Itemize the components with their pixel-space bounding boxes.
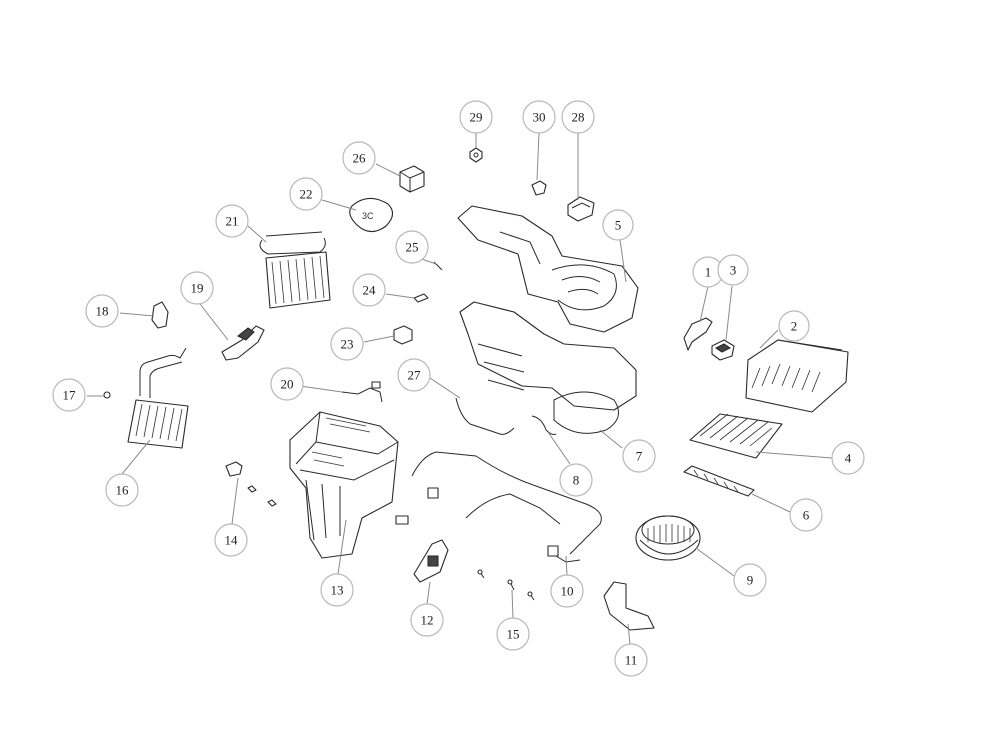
part-5-upper-case bbox=[457, 205, 639, 333]
part-27-rod bbox=[455, 397, 515, 435]
part-11-duct bbox=[603, 581, 655, 631]
callout-16-label: 16 bbox=[116, 483, 130, 498]
callout-5-label: 5 bbox=[615, 218, 622, 233]
part-3-resistor bbox=[711, 339, 735, 361]
part-10-wiring-harness bbox=[395, 451, 602, 563]
part-1-bracket bbox=[683, 317, 713, 351]
callout-23: 23 bbox=[330, 327, 364, 361]
callout-6: 6 bbox=[789, 498, 823, 532]
callout-21: 21 bbox=[215, 204, 249, 238]
callout-19: 19 bbox=[180, 271, 214, 305]
callout-21-label: 21 bbox=[226, 214, 239, 229]
callout-20-label: 20 bbox=[281, 377, 294, 392]
part-13-main-housing bbox=[289, 411, 399, 559]
callout-30: 30 bbox=[522, 100, 556, 134]
callout-17: 17 bbox=[52, 378, 86, 412]
callout-9-label: 9 bbox=[747, 573, 754, 588]
callout-30-label: 30 bbox=[533, 110, 546, 125]
callout-8-label: 8 bbox=[573, 473, 580, 488]
callout-5: 5 bbox=[602, 209, 634, 241]
callout-8: 8 bbox=[559, 463, 593, 497]
callout-24-label: 24 bbox=[363, 283, 377, 298]
part-17-screw bbox=[103, 391, 111, 399]
callout-29-label: 29 bbox=[470, 110, 483, 125]
callout-25: 25 bbox=[395, 230, 429, 264]
callout-26-label: 26 bbox=[353, 151, 367, 166]
callout-27-label: 27 bbox=[408, 368, 422, 383]
callout-18-label: 18 bbox=[96, 304, 109, 319]
callout-3: 3 bbox=[717, 254, 749, 286]
part-21-evaporator bbox=[259, 231, 331, 309]
part-26-module bbox=[399, 165, 425, 193]
callout-6-label: 6 bbox=[803, 508, 810, 523]
callout-11-label: 11 bbox=[625, 653, 638, 668]
callout-22: 22 bbox=[289, 177, 323, 211]
svg-text:3C: 3C bbox=[362, 211, 374, 221]
part-4-cabin-filter bbox=[689, 413, 783, 459]
part-8-seal bbox=[531, 415, 557, 435]
part-23-connector bbox=[393, 325, 413, 345]
part-24-bracket bbox=[413, 293, 429, 303]
callout-15: 15 bbox=[496, 617, 530, 651]
callout-17-label: 17 bbox=[63, 388, 77, 403]
part-30-clip bbox=[531, 180, 547, 196]
part-6-filter-frame bbox=[683, 465, 755, 497]
part-15-screws bbox=[477, 569, 535, 601]
callout-14-label: 14 bbox=[225, 533, 239, 548]
leader-lines bbox=[87, 132, 833, 645]
callout-22-label: 22 bbox=[300, 187, 313, 202]
callout-16: 16 bbox=[105, 473, 139, 507]
callout-18: 18 bbox=[85, 294, 119, 328]
callout-4-label: 4 bbox=[845, 451, 852, 466]
part-2-air-inlet bbox=[745, 339, 849, 413]
callout-25-label: 25 bbox=[406, 240, 419, 255]
callout-20: 20 bbox=[270, 367, 304, 401]
callout-14: 14 bbox=[214, 523, 248, 557]
callout-24: 24 bbox=[352, 273, 386, 307]
callout-12: 12 bbox=[410, 603, 444, 637]
callout-1-label: 1 bbox=[705, 265, 712, 280]
part-14-clips bbox=[225, 461, 277, 507]
callout-28-label: 28 bbox=[572, 110, 585, 125]
part-16-heater-core bbox=[127, 347, 189, 449]
callout-27: 27 bbox=[397, 358, 431, 392]
part-28-actuator bbox=[567, 196, 595, 222]
part-7-lower-case bbox=[459, 301, 637, 434]
callout-23-label: 23 bbox=[341, 337, 354, 352]
callout-28: 28 bbox=[561, 100, 595, 134]
callout-19-label: 19 bbox=[191, 281, 204, 296]
callout-12-label: 12 bbox=[421, 613, 434, 628]
part-19-valve bbox=[221, 325, 265, 361]
part-22-seal: 3C bbox=[349, 197, 394, 233]
callout-13-label: 13 bbox=[331, 583, 344, 598]
callout-29: 29 bbox=[459, 100, 493, 134]
callout-2-label: 2 bbox=[791, 319, 798, 334]
callout-2: 2 bbox=[778, 310, 810, 342]
part-29-nut bbox=[469, 147, 483, 163]
callout-26: 26 bbox=[342, 141, 376, 175]
callout-13: 13 bbox=[320, 573, 354, 607]
callout-4: 4 bbox=[831, 441, 865, 475]
part-9-blower-motor bbox=[635, 515, 701, 561]
part-12-bracket bbox=[413, 539, 449, 583]
parts-artwork: 3C bbox=[103, 147, 849, 631]
part-20-harness bbox=[341, 381, 383, 403]
callout-10-label: 10 bbox=[561, 584, 574, 599]
callout-11: 11 bbox=[614, 643, 648, 677]
callout-9: 9 bbox=[733, 563, 767, 597]
callout-3-label: 3 bbox=[730, 263, 737, 278]
callout-15-label: 15 bbox=[507, 627, 520, 642]
callout-7: 7 bbox=[622, 439, 656, 473]
callouts: 1 2 3 4 5 6 7 8 9 10 11 12 13 14 15 16 1… bbox=[52, 100, 865, 677]
callout-10: 10 bbox=[550, 574, 584, 608]
part-18-bracket bbox=[151, 301, 169, 329]
callout-7-label: 7 bbox=[636, 449, 643, 464]
